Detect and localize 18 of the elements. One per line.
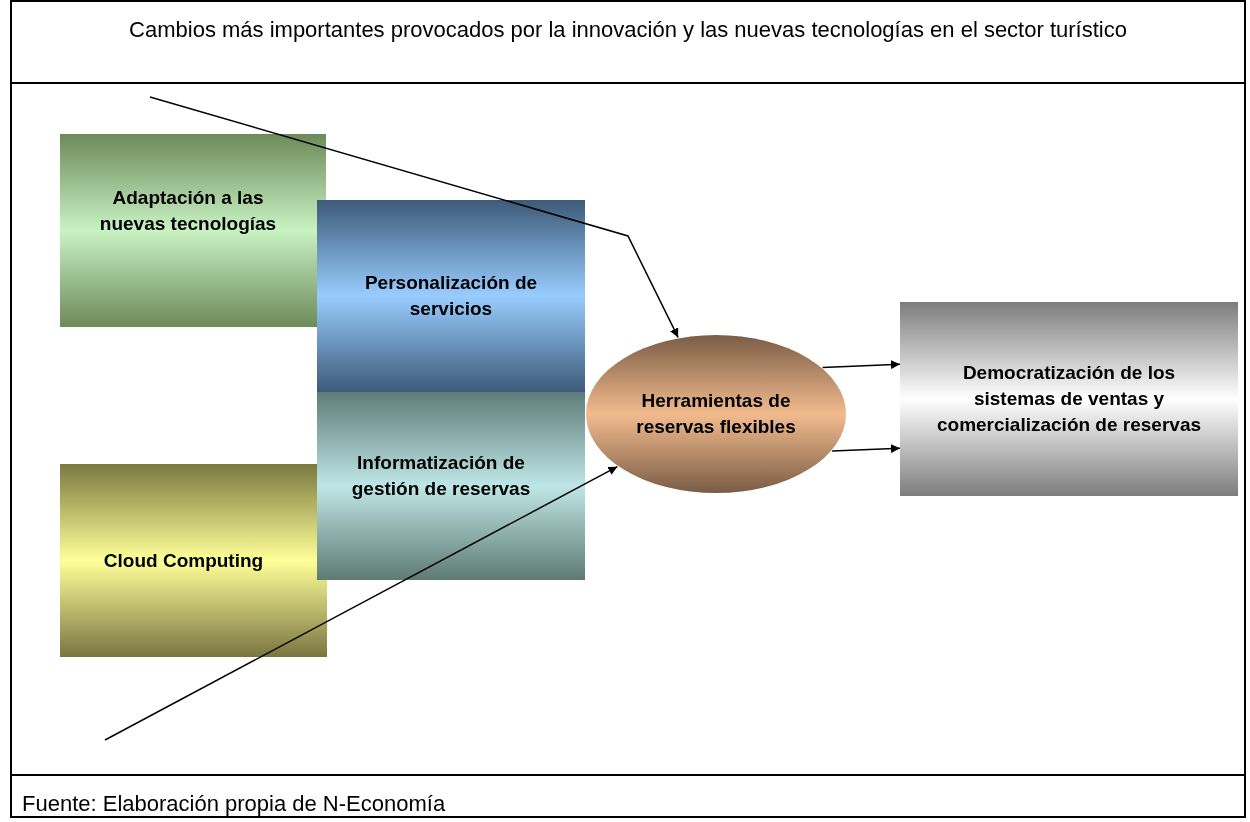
arrow <box>149 96 679 339</box>
process-ellipse <box>585 334 847 494</box>
process-box <box>317 392 585 580</box>
process-box <box>317 200 585 392</box>
source-caption: Fuente: Elaboración propia de N-Economía <box>22 790 446 818</box>
arrow <box>821 360 901 370</box>
diagram-title: Cambios más importantes provocados por la innovación y las nuevas tecnologías en el sector turístico <box>128 16 1128 44</box>
arrow <box>831 444 901 454</box>
box-label: Personalización de servicios <box>363 271 539 321</box>
process-box <box>60 464 327 657</box>
box-label: Herramientas de reservas flexibles <box>635 389 797 439</box>
arrow <box>104 465 619 741</box>
box-label: Cloud Computing <box>103 548 264 573</box>
process-box <box>900 302 1238 496</box>
box-label: Informatización de gestión de reservas <box>350 451 532 501</box>
box-label: Adaptación a las nuevas tecnologías <box>98 185 278 236</box>
box-label: Democratización de los sistemas de ventas y comercialización de reservas <box>935 361 1202 437</box>
process-box <box>60 134 326 327</box>
